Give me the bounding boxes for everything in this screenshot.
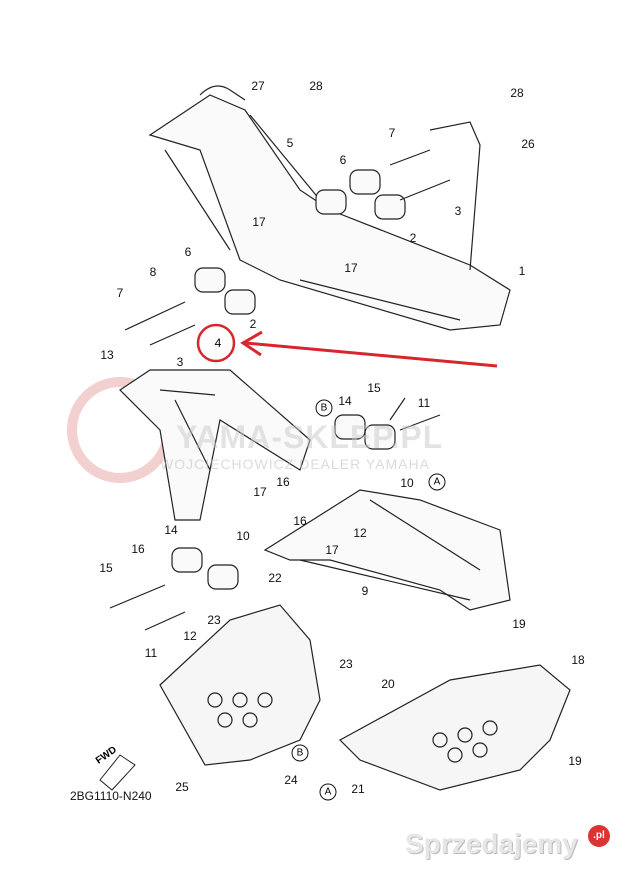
callout: 11: [417, 396, 431, 410]
callout: 2: [409, 231, 417, 245]
callout: 7: [116, 286, 124, 300]
bushings-upper: [124, 149, 451, 346]
callout: 15: [367, 381, 381, 395]
callout: 17: [252, 215, 266, 229]
reference-a: A: [428, 473, 446, 491]
reference-b: B: [315, 399, 333, 417]
frame-bracket: [119, 369, 311, 521]
callout: 19: [512, 617, 526, 631]
callout: 17: [325, 543, 339, 557]
callout: 17: [253, 485, 267, 499]
callout: 16: [293, 514, 307, 528]
callout: 21: [351, 782, 365, 796]
callout: 16: [276, 475, 290, 489]
callout: 9: [361, 584, 369, 598]
callout: 14: [338, 394, 352, 408]
skid-plates: [159, 604, 571, 791]
callout: 2: [249, 317, 257, 331]
reference-b: B: [291, 744, 309, 762]
callout: 6: [339, 153, 347, 167]
callout: 23: [339, 657, 353, 671]
callout: 18: [571, 653, 585, 667]
callout: 11: [144, 646, 158, 660]
callout: 7: [388, 126, 396, 140]
callout: 10: [400, 476, 414, 490]
callout: 12: [353, 526, 367, 540]
callout: 1: [518, 264, 526, 278]
callout: 22: [268, 571, 282, 585]
callout: 26: [521, 137, 535, 151]
highlight-arrow: [245, 341, 498, 368]
diagram-code: 2BG1110-N240: [70, 789, 152, 803]
callout: 8: [149, 265, 157, 279]
callout: 6: [184, 245, 192, 259]
reference-a: A: [319, 783, 337, 801]
callout: 19: [568, 754, 582, 768]
callout: 20: [381, 677, 395, 691]
site-watermark-badge: .pl: [588, 825, 610, 847]
callout: 16: [131, 542, 145, 556]
callout: 28: [309, 79, 323, 93]
callout: 3: [176, 355, 184, 369]
callout: 3: [454, 204, 462, 218]
callout: 23: [207, 613, 221, 627]
callout: 27: [251, 79, 265, 93]
watermark-shop: YAMA-SKLEP.PL: [176, 419, 444, 455]
arrow-head-icon: [240, 330, 263, 357]
callout: 5: [286, 136, 294, 150]
highlight-circle: [196, 323, 236, 363]
callout: 13: [100, 348, 114, 362]
callout: 10: [236, 529, 250, 543]
callout: 15: [99, 561, 113, 575]
lower-arm: [109, 397, 511, 631]
callout: 25: [175, 780, 189, 794]
callout: 17: [344, 261, 358, 275]
callout: 28: [510, 86, 524, 100]
highlighted-callout: 4: [214, 336, 222, 350]
watermark-dealer: WOJCIECHOWICZ DEALER YAMAHA: [160, 456, 430, 472]
site-watermark: Sprzedajemy: [405, 828, 578, 859]
fwd-arrow-icon: [99, 754, 136, 791]
callout: 14: [164, 523, 178, 537]
callout: 24: [284, 773, 298, 787]
callout: 12: [183, 629, 197, 643]
